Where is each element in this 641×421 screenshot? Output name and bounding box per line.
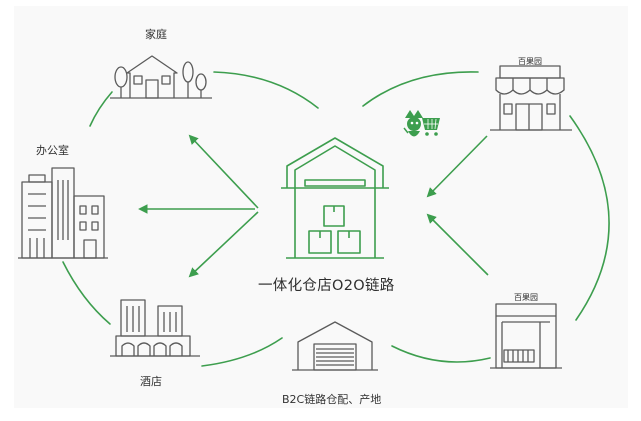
arrow-to-hotel — [188, 211, 259, 278]
arc-home-center — [213, 71, 319, 109]
label-b2c: B2C链路仓配、产地 — [282, 393, 382, 406]
arc-b2c-store — [391, 345, 491, 363]
label-home: 家庭 — [145, 28, 167, 41]
arrow-from-store-top — [426, 135, 488, 198]
hotel-building-icon — [110, 299, 200, 357]
office-building-icon — [18, 167, 108, 259]
arc-hotel-b2c — [201, 337, 283, 367]
storefront-top-icon — [490, 65, 572, 131]
arc-store-center — [362, 71, 479, 107]
outgoing-arrows — [138, 134, 259, 278]
arc-home-office — [89, 91, 113, 127]
house-icon — [110, 55, 212, 99]
warehouse-icon — [281, 137, 389, 259]
arrow-to-home — [188, 134, 259, 209]
storefront-bottom-icon — [490, 303, 562, 369]
store-bottom-sign: 百果园 — [514, 293, 538, 302]
incoming-arrows — [426, 135, 489, 276]
b2c-warehouse-icon — [292, 321, 378, 371]
arc-right-side — [569, 115, 610, 321]
outer-ring — [62, 71, 610, 367]
label-office: 办公室 — [36, 144, 69, 157]
diagram-title: 一体化仓店O2O链路 — [258, 278, 395, 294]
arc-office-hotel — [62, 261, 111, 325]
label-hotel: 酒店 — [140, 375, 162, 388]
store-top-sign: 百果园 — [518, 57, 542, 66]
arrow-from-store-bottom — [426, 213, 489, 276]
mascot-cart-icon — [403, 110, 440, 137]
